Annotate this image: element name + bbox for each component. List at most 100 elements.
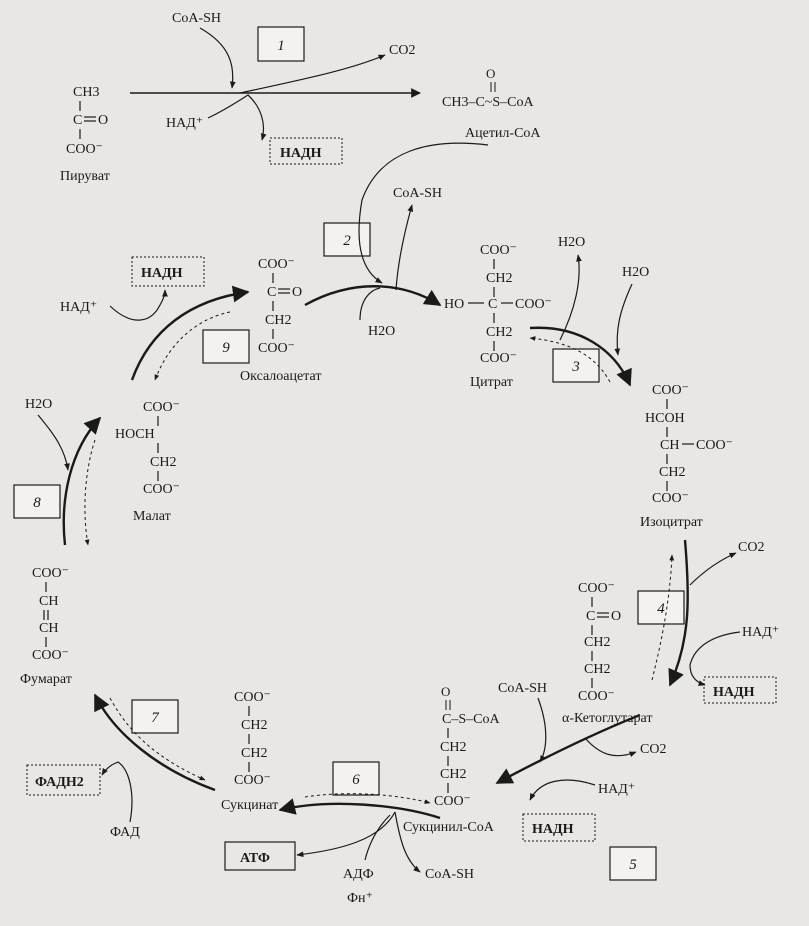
fumarate-coo2: COO⁻ <box>32 648 69 663</box>
step-number-2: 2 <box>343 233 351 249</box>
isocitrate-hcoh: HCOH <box>645 411 685 426</box>
step-number-4: 4 <box>657 601 665 617</box>
arrow-succinate-to-fumarate <box>93 693 216 792</box>
nad-input-9: НАД⁺ <box>60 300 97 315</box>
arrow-coash-5 <box>537 697 547 763</box>
arrow-co2-1 <box>239 54 386 94</box>
step-box-3: 3 <box>552 348 600 383</box>
succinylcoa-top: C–S–CoA <box>442 712 500 727</box>
arrow-succinylcoa-to-succinate <box>278 798 441 820</box>
step-box-4: 4 <box>637 590 685 625</box>
akg-ch2a: CH2 <box>584 635 610 650</box>
step-number-7: 7 <box>151 710 160 726</box>
pyruvate-coo: COO⁻ <box>66 142 103 157</box>
nad-input-5: НАД⁺ <box>598 782 635 797</box>
acetylcoa-formula: CH3–C~S–CoA <box>442 95 534 110</box>
oxaloacetate-coo1: COO⁻ <box>258 257 295 272</box>
arrow-atp <box>296 811 396 858</box>
malate-name: Малат <box>133 509 171 524</box>
arrow-h2o-in-3 <box>614 283 633 356</box>
co2-output-5: CO2 <box>640 742 666 757</box>
pyruvate-name: Пируват <box>60 169 110 184</box>
arrow-nad-1 <box>207 94 267 141</box>
nadh-output-1: НАДН <box>280 146 322 161</box>
isocitrate-coo-side: COO⁻ <box>696 438 733 453</box>
step-number-3: 3 <box>571 359 580 375</box>
isocitrate-coo2: COO⁻ <box>652 491 689 506</box>
arrow-nad-4 <box>689 631 741 686</box>
step-box-7: 7 <box>131 699 179 734</box>
citrate-structure: COO⁻ CH2 HO C COO⁻ CH2 COO⁻ Цитрат <box>444 243 552 390</box>
citrate-coo-side: COO⁻ <box>515 297 552 312</box>
citrate-ho: HO <box>444 297 464 312</box>
step-box-9: 9 <box>202 329 250 364</box>
step-number-5: 5 <box>629 857 637 873</box>
malate-ch2: CH2 <box>150 455 176 470</box>
citrate-ch2b: CH2 <box>486 325 512 340</box>
oxaloacetate-c: C <box>267 285 276 300</box>
succinate-coo2: COO⁻ <box>234 773 271 788</box>
succinylcoa-ch2b: CH2 <box>440 767 466 782</box>
arrow-nad-5 <box>529 779 596 801</box>
oxaloacetate-structure: COO⁻ C O CH2 COO⁻ Оксалоацетат <box>240 257 321 384</box>
arrow-malate-to-oxaloacetate <box>130 285 250 381</box>
arrow-coash-6 <box>394 811 421 873</box>
pyruvate-ch3: CH3 <box>73 85 99 100</box>
arrow-adp <box>364 814 391 861</box>
arrow-oxaloacetate-to-citrate <box>304 285 442 307</box>
coash-input-5: CoA-SH <box>498 681 547 696</box>
malate-coo2: COO⁻ <box>143 482 180 497</box>
pi-input: Фн⁺ <box>347 891 373 906</box>
arrow-akg-to-isocitrate-reverse <box>651 554 675 681</box>
isocitrate-name: Изоцитрат <box>640 515 703 530</box>
arrow-fad <box>101 761 133 823</box>
step-number-6: 6 <box>352 772 360 788</box>
akg-name: α-Кетоглутарат <box>562 711 652 726</box>
succinate-coo1: COO⁻ <box>234 690 271 705</box>
arrow-acetylcoa-to-citrate-end <box>358 199 383 284</box>
arrow-citrate-to-isocitrate <box>529 326 632 387</box>
arrow-coash-2 <box>395 204 414 291</box>
adp-input: АДФ <box>343 867 374 882</box>
isocitrate-structure: COO⁻ HCOH CH COO⁻ CH2 COO⁻ Изоцитрат <box>640 383 733 530</box>
pyruvate-o: O <box>98 113 108 128</box>
akg-o: O <box>611 609 621 624</box>
akg-structure: COO⁻ C O CH2 CH2 COO⁻ α-Кетоглутарат <box>562 581 652 726</box>
arrow-h2o-2 <box>359 287 381 321</box>
arrow-acetylcoa-to-citrate <box>361 142 489 201</box>
h2o-input-3: H2O <box>622 265 649 280</box>
oxaloacetate-name: Оксалоацетат <box>240 369 321 384</box>
coash-output-2: CoA-SH <box>393 186 442 201</box>
succinylcoa-o: O <box>441 684 450 699</box>
nad-input-4: НАД⁺ <box>742 625 779 640</box>
coash-input-1: CoA-SH <box>172 11 221 26</box>
arrow-succinate-to-succinylcoa-reverse <box>304 793 431 804</box>
arrow-co2-4 <box>689 552 737 586</box>
nadh-output-5: НАДН <box>532 822 574 837</box>
step-box-5: 5 <box>609 846 657 881</box>
arrow-h2o-out-3 <box>559 254 582 341</box>
h2o-input-8: H2O <box>25 397 52 412</box>
step-box-1: 1 <box>257 26 305 62</box>
acetylcoa-structure: O CH3–C~S–CoA Ацетил-CoA <box>442 66 541 141</box>
succinylcoa-name: Сукцинил-CoA <box>403 820 495 835</box>
isocitrate-coo1: COO⁻ <box>652 383 689 398</box>
co2-output-4: CO2 <box>738 540 764 555</box>
succinate-structure: COO⁻ CH2 CH2 COO⁻ Сукцинат <box>221 690 278 813</box>
arrow-akg-to-succinylcoa <box>495 713 641 785</box>
step-number-8: 8 <box>33 495 41 511</box>
malate-ch: HOCH <box>115 427 155 442</box>
akg-ch2b: CH2 <box>584 662 610 677</box>
pyruvate-c: C <box>73 113 82 128</box>
nad-input-1: НАД⁺ <box>166 116 203 131</box>
succinylcoa-structure: O C–S–CoA CH2 CH2 COO⁻ Сукцинил-CoA <box>403 684 500 835</box>
oxaloacetate-coo2: COO⁻ <box>258 341 295 356</box>
arrow-h2o-8 <box>37 414 70 471</box>
fumarate-name: Фумарат <box>20 672 72 687</box>
fadh2-output: ФАДН2 <box>35 775 84 790</box>
succinate-ch2a: CH2 <box>241 718 267 733</box>
pyruvate-structure: CH3 C O COO⁻ Пируват <box>60 85 110 184</box>
step-box-8: 8 <box>13 484 61 519</box>
succinylcoa-coo: COO⁻ <box>434 794 471 809</box>
arrow-fumarate-to-succinate-reverse <box>109 697 206 781</box>
